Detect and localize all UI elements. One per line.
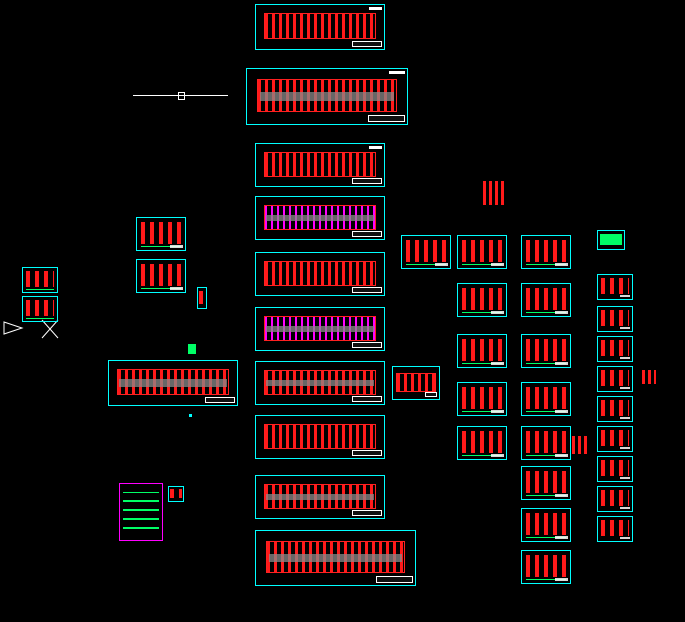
detail-sheet-d5[interactable]	[597, 396, 633, 422]
detail-sheet-d8[interactable]	[597, 486, 633, 512]
plan-sheet-4[interactable]	[255, 196, 385, 240]
plan-sheet-7[interactable]	[255, 361, 385, 405]
detail-sheet-c8[interactable]	[521, 550, 571, 584]
detail-sheet-b4[interactable]	[457, 382, 507, 416]
detail-sheet-c2[interactable]	[521, 283, 571, 317]
detail-sheet-d2[interactable]	[597, 306, 633, 332]
detail-sheet-d0[interactable]	[597, 230, 625, 250]
detail-sheet-center-right[interactable]	[392, 366, 440, 400]
detail-sheet-d4[interactable]	[597, 366, 633, 392]
floating-detail-3	[642, 370, 656, 384]
plan-sheet-6[interactable]	[255, 307, 385, 351]
detail-sheet-bottom-left-2[interactable]	[168, 486, 184, 502]
detail-sheet-left-2[interactable]	[22, 296, 58, 322]
section-sheet[interactable]	[108, 360, 238, 406]
detail-sheet-c4[interactable]	[521, 382, 571, 416]
detail-sheet-left-4[interactable]	[136, 259, 186, 293]
scale-bar-marker	[178, 92, 185, 100]
scale-bar	[133, 95, 228, 96]
plan-sheet-8[interactable]	[255, 415, 385, 459]
detail-sheet-d1[interactable]	[597, 274, 633, 300]
section-marker	[188, 344, 196, 354]
floating-detail	[483, 181, 505, 205]
detail-sheet-b3[interactable]	[457, 334, 507, 368]
detail-sheet-a1[interactable]	[401, 235, 451, 269]
detail-sheet-d7[interactable]	[597, 456, 633, 482]
detail-sheet-left-5[interactable]	[197, 287, 207, 309]
plan-sheet-5[interactable]	[255, 252, 385, 296]
ucs-icon	[3, 319, 59, 339]
detail-sheet-c1[interactable]	[521, 235, 571, 269]
plan-sheet-9[interactable]	[255, 475, 385, 519]
detail-sheet-c7[interactable]	[521, 508, 571, 542]
detail-sheet-b1[interactable]	[457, 235, 507, 269]
detail-sheet-b2[interactable]	[457, 283, 507, 317]
floating-detail-2	[572, 436, 590, 454]
plan-sheet-10[interactable]	[255, 530, 416, 586]
plan-sheet-3[interactable]	[255, 143, 385, 187]
plan-sheet-1[interactable]	[255, 4, 385, 50]
detail-sheet-bottom-left[interactable]	[119, 483, 163, 541]
plan-sheet-2[interactable]	[246, 68, 408, 125]
section-marker-2	[189, 414, 192, 417]
detail-sheet-d3[interactable]	[597, 336, 633, 362]
detail-sheet-d9[interactable]	[597, 516, 633, 542]
detail-sheet-left-1[interactable]	[22, 267, 58, 293]
detail-sheet-c5[interactable]	[521, 426, 571, 460]
detail-sheet-c6[interactable]	[521, 466, 571, 500]
detail-sheet-left-3[interactable]	[136, 217, 186, 251]
detail-sheet-b5[interactable]	[457, 426, 507, 460]
detail-sheet-d6[interactable]	[597, 426, 633, 452]
detail-sheet-c3[interactable]	[521, 334, 571, 368]
